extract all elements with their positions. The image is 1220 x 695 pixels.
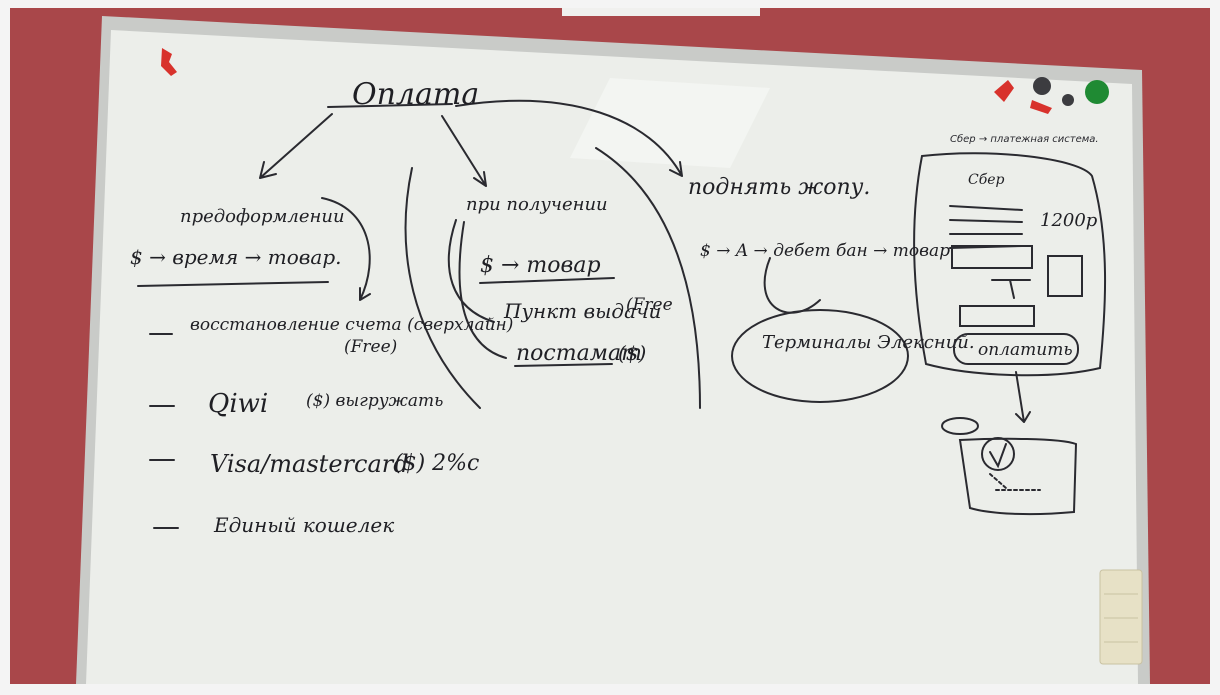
ink-strokes [137,99,1107,529]
on-receipt-underline [479,277,615,284]
prepay-item-1: восстановление счета (сверхлайн) [190,315,513,335]
mockup-pay-button-label: оплатить [978,340,1073,360]
mockup-caption: Сбер → платежная система. [950,133,1099,145]
prepay-item-3: Visa/mastercard [210,450,409,478]
mockup-price: 1200р [1040,210,1098,231]
on-receipt-item-2-note: ($) [618,341,646,365]
title-underline [327,103,453,108]
prepay-flow: $ → время → товар. [130,245,342,269]
prepay-heading: предоформлении [180,206,345,227]
whiteboard-photo: Оплата предоформлении $ → время → товар.… [10,8,1210,684]
prepay-item-1-note: (Free) [344,337,397,357]
prepay-item-3-note: ($) 2%c [394,451,479,476]
whiteboard-scene: Оплата предоформлении $ → время → товар.… [76,8,1150,684]
mockup-field [959,305,1035,327]
green-magnet-icon [1085,80,1109,104]
on-receipt-item-1-note: (Free [626,295,673,315]
black-magnet-icon [1033,77,1051,95]
arrow-left [259,113,333,179]
check-circle-icon [981,437,1015,471]
mockup-pay-button [953,333,1079,365]
arrow-right [455,99,683,177]
red-magnet-icon [161,48,177,76]
on-receipt-heading: при получении [466,194,608,215]
divider-2 [595,147,701,409]
postamat-underline [514,363,613,367]
on-receipt-arrow-1 [447,219,495,323]
bubble-link [763,257,821,314]
red-magnet-icon [1030,100,1052,114]
arrow-middle [441,115,487,187]
prepay-underline [137,281,329,287]
prepay-item-4: Единый кошелек [213,513,394,537]
board-title: Оплата [352,77,479,112]
on-receipt-arrow-2 [458,221,507,359]
on-receipt-item-2: постамат [516,341,642,366]
mockup-header: Сбер [968,172,1005,188]
prepay-item-2-note: ($) выгружать [306,391,443,411]
board-surface [86,30,1138,684]
paper-top [562,8,760,16]
red-magnet-icon [994,80,1014,102]
glare [570,78,770,168]
mockup-phone [913,152,1107,377]
on-receipt-flow: $ → товар [480,253,601,278]
prepay-arrow [321,197,371,301]
divider-1 [404,167,481,409]
black-magnet-icon [1062,94,1074,106]
later-flow: $ → A → дебет бан → товар [700,241,950,261]
speech-bubble-icon [941,417,979,435]
terminal-bubble [731,309,909,403]
prepay-item-2: Qiwi [208,389,268,419]
light-switch [1099,569,1143,665]
mockup-field [951,245,1033,269]
mockup-qr [1047,255,1083,297]
mockup-arrow [1015,371,1031,423]
terminal-bubble-text: Терминалы Элексний. [762,332,975,353]
later-heading: поднять жопу. [688,175,870,200]
on-receipt-item-1: Пункт выдачи [503,299,661,323]
